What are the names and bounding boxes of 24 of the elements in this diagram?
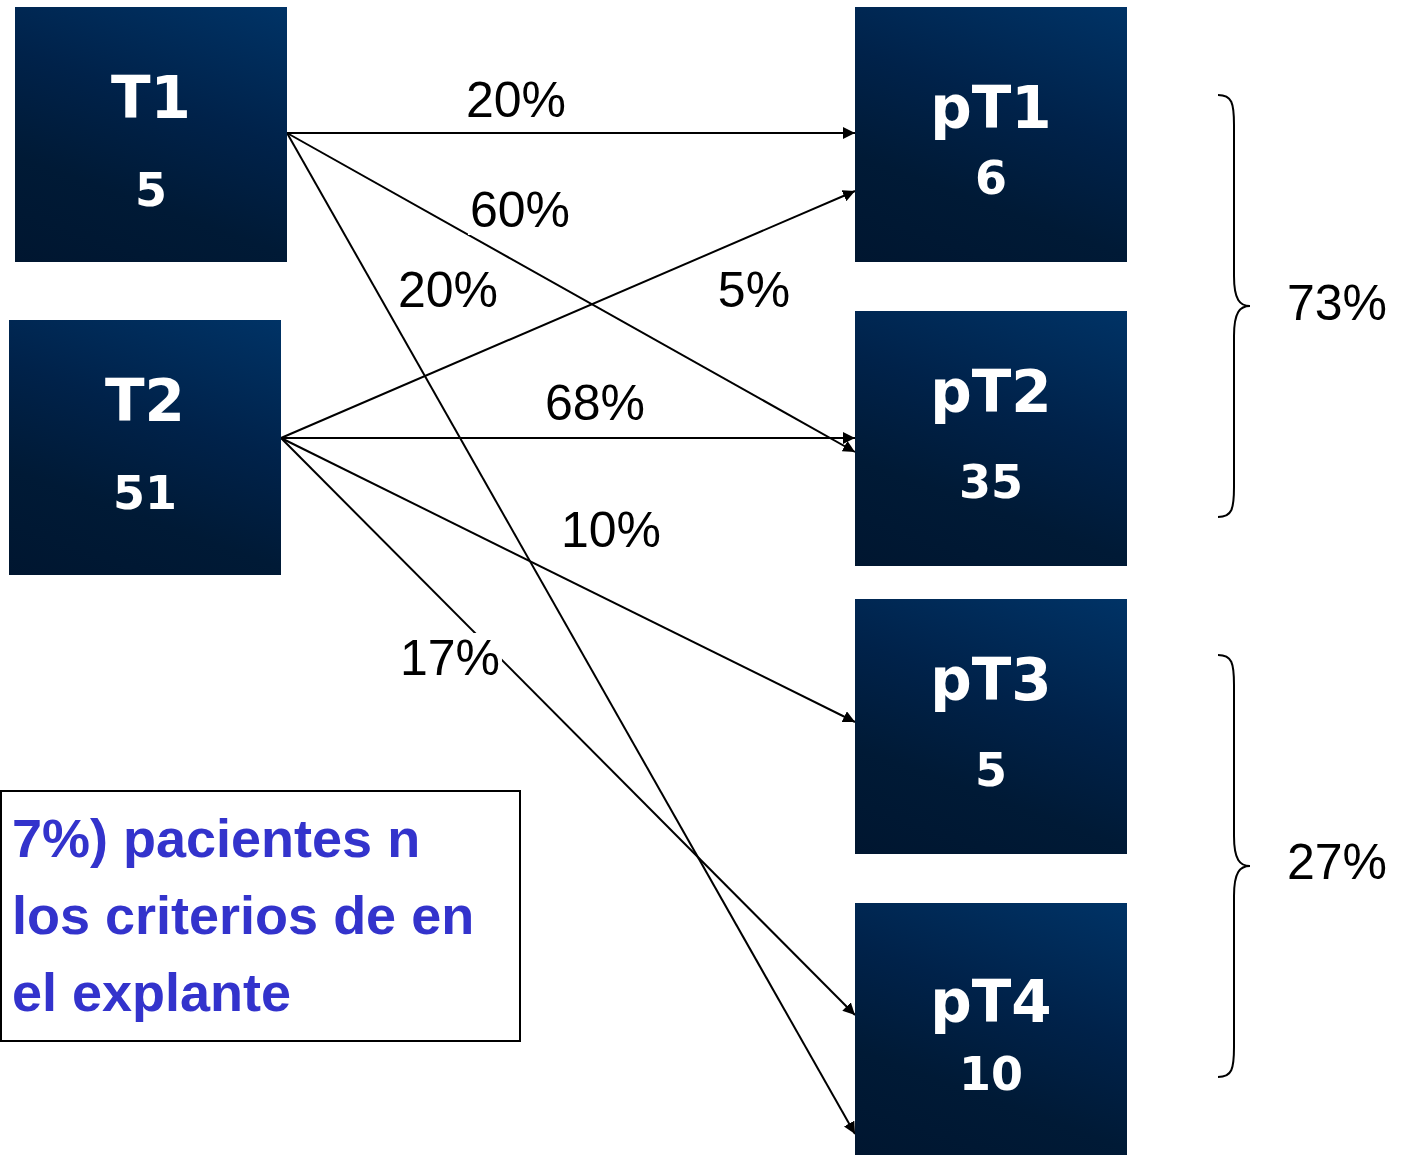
stage-box — [855, 7, 1127, 262]
arrow — [280, 190, 856, 439]
stage-label: T1 — [110, 69, 192, 127]
arrow — [286, 132, 856, 453]
stage-box — [855, 903, 1127, 1155]
percent-label: 73% — [1286, 278, 1388, 328]
stage-box — [855, 311, 1127, 566]
note-box: 7%) pacientes n los criterios de en el explante — [0, 790, 521, 1042]
arrow — [280, 437, 856, 1016]
arrow — [280, 432, 856, 444]
stage-box — [855, 599, 1127, 854]
arrow — [286, 132, 856, 1135]
stage-box — [9, 320, 281, 575]
arrow — [280, 437, 856, 723]
count-label: 6 — [974, 155, 1008, 201]
stage-label: T2 — [104, 372, 186, 430]
count-label: 10 — [958, 1051, 1024, 1097]
count-label: 35 — [958, 459, 1024, 505]
stage-box — [15, 7, 287, 262]
percent-label: 27% — [1286, 837, 1388, 887]
count-label: 5 — [134, 167, 168, 213]
count-label: 5 — [974, 747, 1008, 793]
count-label: 51 — [112, 470, 178, 516]
arrow — [286, 127, 856, 139]
